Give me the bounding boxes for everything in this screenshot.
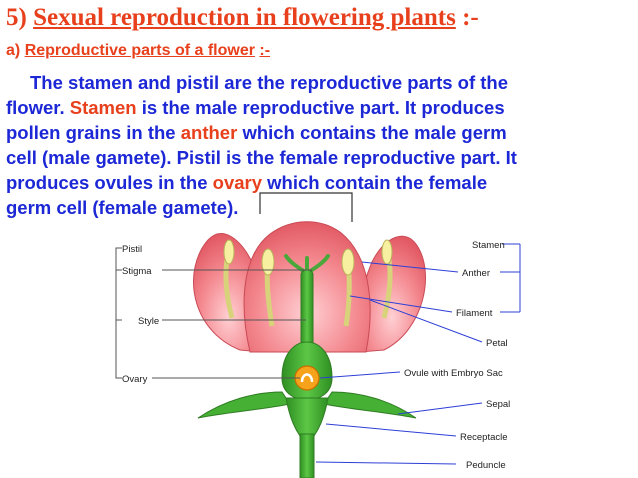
body-paragraph: The stamen and pistil are the reproducti…	[6, 70, 636, 220]
label-style: Style	[138, 316, 159, 327]
pistil-group	[281, 254, 333, 401]
para-line-4: cell (male gamete). Pistil is the female…	[6, 147, 517, 168]
para-text: pollen grains in the	[6, 122, 176, 143]
pointer-bracket	[259, 192, 353, 222]
label-ovule: Ovule with Embryo Sac	[404, 368, 503, 379]
slide-title: 5) Sexual reproduction in flowering plan…	[6, 4, 479, 32]
label-petal: Petal	[486, 338, 508, 349]
para-line-1: The stamen and pistil are the reproducti…	[30, 72, 509, 93]
para-line-3: pollen grains in the anther which contai…	[6, 120, 636, 145]
term-ovary: ovary	[212, 172, 263, 193]
para-line-2: flower. Stamen is the male reproductive …	[6, 95, 636, 120]
para-line-5: produces ovules in the ovary which conta…	[6, 170, 636, 195]
para-line-6: germ cell (female gamete).	[6, 197, 239, 218]
label-pistil: Pistil	[122, 244, 142, 255]
label-stigma: Stigma	[122, 266, 152, 277]
label-sepal: Sepal	[486, 399, 510, 410]
section-heading: a) Reproductive parts of a flower :-	[6, 42, 270, 60]
title-number: 5)	[6, 4, 27, 31]
section-suffix: :-	[259, 42, 271, 59]
label-ovary: Ovary	[122, 374, 148, 385]
title-suffix: :-	[462, 4, 479, 31]
peduncle	[299, 433, 315, 478]
label-peduncle: Peduncle	[466, 460, 506, 471]
sepal-right	[323, 391, 417, 419]
para-text: is the male reproductive part. It produc…	[141, 97, 505, 118]
para-text: flower.	[6, 97, 65, 118]
receptacle	[285, 397, 329, 437]
label-anther: Anther	[462, 268, 490, 279]
para-text: which contain the female	[267, 172, 488, 193]
label-receptacle: Receptacle	[460, 432, 508, 443]
para-text: produces ovules in the	[6, 172, 208, 193]
label-filament: Filament	[456, 308, 493, 319]
section-title: Reproductive parts of a flower	[24, 42, 255, 59]
title-text: Sexual reproduction in flowering plants	[33, 4, 456, 31]
term-stamen: Stamen	[69, 97, 137, 118]
term-anther: anther	[180, 122, 238, 143]
stamen-group	[223, 239, 393, 327]
sepal-left	[197, 391, 291, 419]
para-text: which contains the male germ	[242, 122, 507, 143]
section-letter: a)	[6, 42, 21, 59]
label-stamen: Stamen	[472, 240, 505, 251]
